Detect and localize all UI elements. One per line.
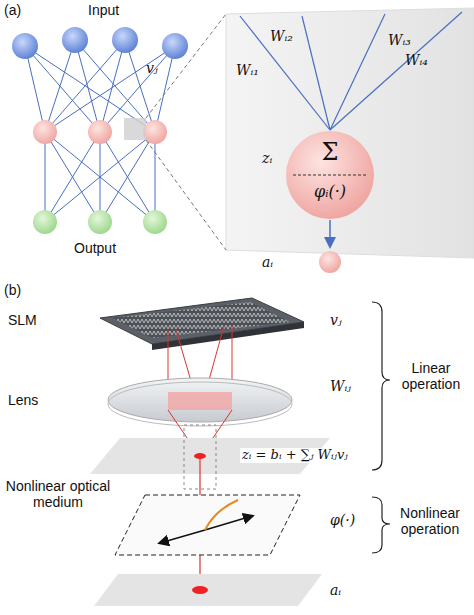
weight-line [155,46,175,132]
layer-label: Input [88,2,119,18]
input-symbol: vⱼ [330,312,342,328]
weight-line [45,40,125,132]
sum-symbol-label: zᵢ [262,150,272,166]
weight-label: Wᵢ₃ [388,32,411,48]
input-neuron [12,33,38,59]
hidden-neuron [88,120,112,144]
input-neuron [62,27,88,53]
weight-symbol: Wᵢⱼ [330,378,351,394]
weight-line [45,132,155,222]
weight-label: Wᵢ₄ [405,52,428,68]
sum-symbol: Σ [285,138,375,166]
weight-line [25,46,45,132]
weight-line [100,132,155,222]
output-neuron [88,210,112,234]
input-symbol: vⱼ [146,60,158,76]
neuron-circle: Σφᵢ(·) [285,130,375,220]
weight-line [45,132,100,222]
layer-label: Output [74,240,116,256]
output-neuron [143,210,167,234]
operation-label: Nonlinear operation [390,505,470,537]
panel-letter: (b) [4,282,21,298]
component-label: Lens [8,392,38,408]
component-label: SLM [8,312,37,328]
hidden-neuron [33,120,57,144]
output-neuron [33,210,57,234]
output-symbol: aᵢ [330,582,341,598]
weight-line [45,132,46,222]
operation-label: Linear operation [394,360,468,392]
weight-line [45,40,75,132]
weight-line [155,132,156,222]
input-neuron [112,27,138,53]
activation-label: φᵢ(·) [285,182,375,201]
component-label: Nonlinear optical medium [2,478,114,510]
activation-symbol: φ(·) [330,512,355,528]
input-neuron [162,33,188,59]
weight-line [45,46,175,132]
weight-line [45,132,100,222]
equation: zᵢ = bᵢ + ∑ⱼ Wᵢⱼvⱼ [240,448,350,463]
weight-label: Wᵢ₂ [270,28,293,44]
panel-letter: (a) [4,2,21,18]
weight-line [45,132,155,222]
weight-line [100,132,155,222]
output-symbol: aᵢ [262,254,273,270]
weight-label: Wᵢ₁ [236,62,259,78]
